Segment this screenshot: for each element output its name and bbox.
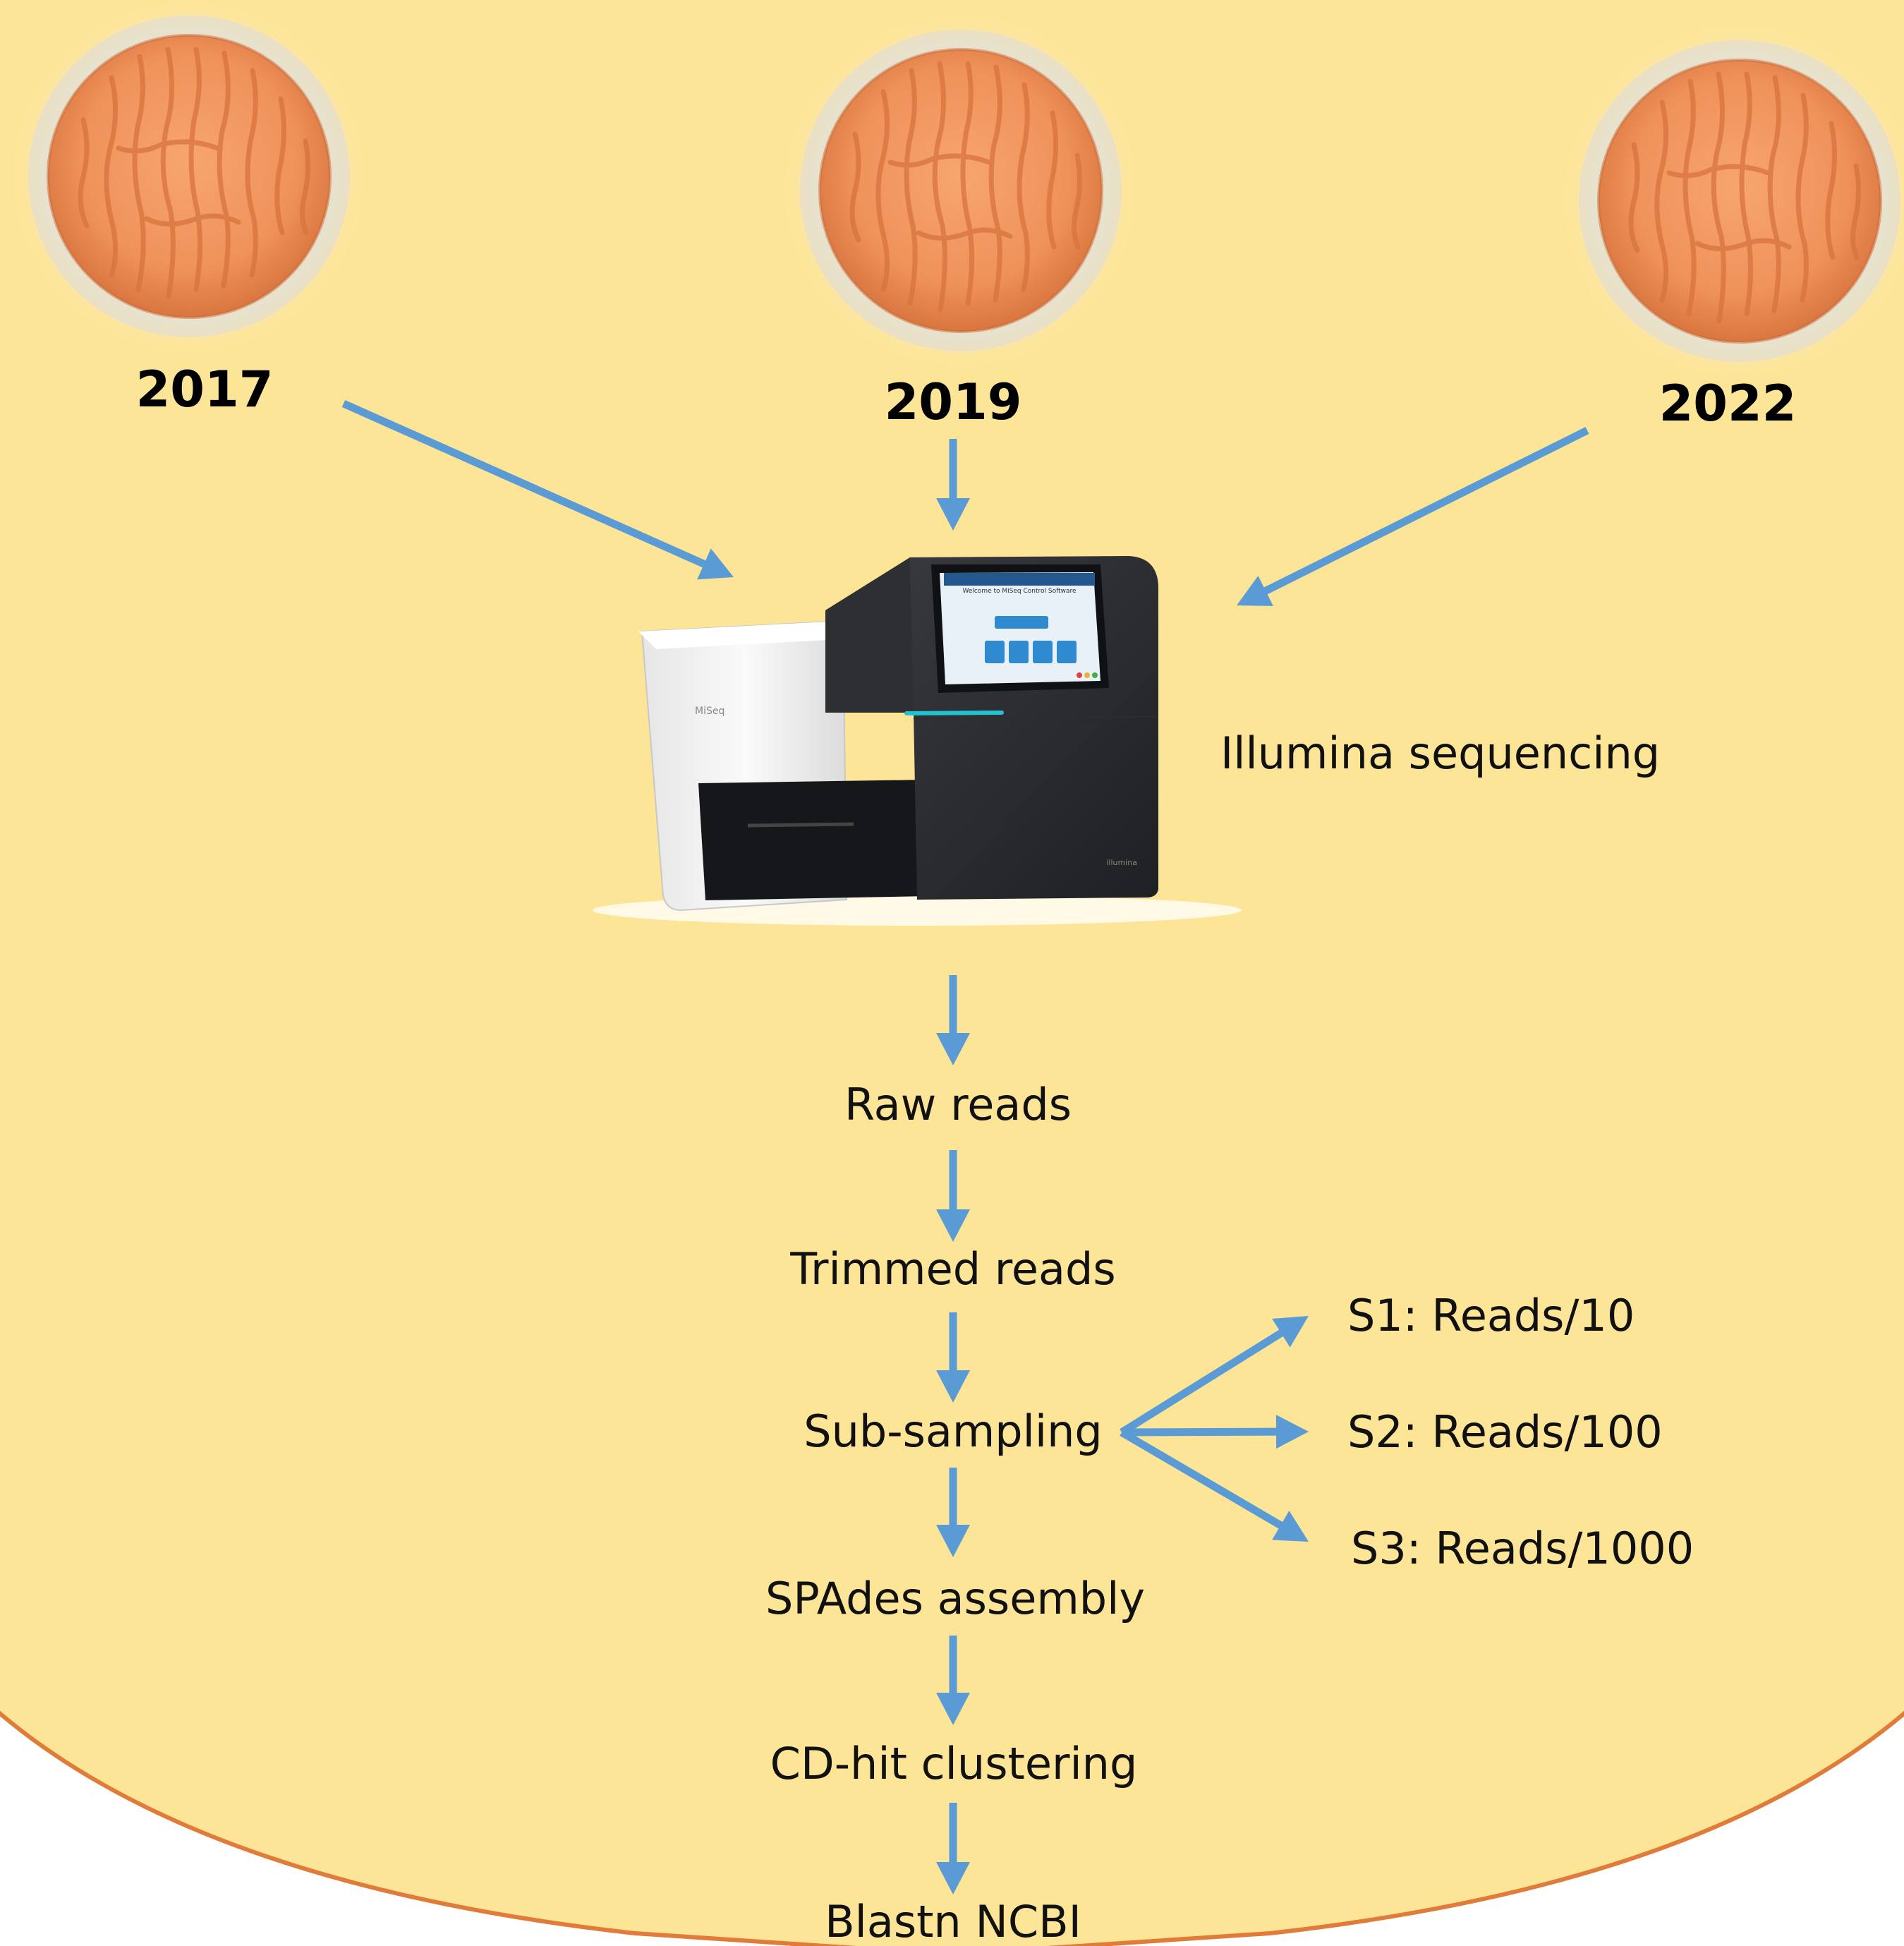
subsample-s1: S1: Reads/10 <box>1347 1290 1635 1341</box>
arrow-spades-to-cdhit <box>936 1636 970 1725</box>
subsample-s2: S2: Reads/100 <box>1347 1406 1663 1458</box>
arrow-sequencer-to-raw <box>936 975 970 1065</box>
arrow-subsampling-to-spades <box>936 1468 970 1557</box>
step-spades-assembly: SPAdes assembly <box>765 1573 1146 1624</box>
step-cd-hit-clustering: CD-hit clustering <box>770 1738 1138 1789</box>
arrow-trimmed-to-subsampling <box>936 1312 970 1403</box>
sequencer-label: Illumina sequencing <box>1220 727 1661 779</box>
arrow-to-s1 <box>1120 1316 1309 1436</box>
arrow-2017-to-sequencer <box>341 399 734 580</box>
step-trimmed-reads: Trimmed reads <box>790 1243 1116 1295</box>
arrow-to-s3 <box>1120 1429 1309 1542</box>
maker-label: illumina <box>1106 858 1137 867</box>
arrow-2019-to-sequencer <box>936 439 970 531</box>
step-blastn-ncbi: Blastn NCBI <box>825 1896 1081 1946</box>
year-label-2017: 2017 <box>135 361 274 418</box>
miseq-label: MiSeq <box>695 706 724 717</box>
year-label-2019: 2019 <box>884 373 1022 431</box>
screen-title: Welcome to MiSeq Control Software <box>962 588 1077 595</box>
subsample-s3: S3: Reads/1000 <box>1351 1523 1694 1574</box>
step-raw-reads: Raw reads <box>844 1079 1072 1130</box>
arrow-2022-to-sequencer <box>1237 427 1589 606</box>
arrow-cdhit-to-blastn <box>936 1803 970 1894</box>
arrow-to-s2 <box>1121 1415 1309 1449</box>
year-label-2022: 2022 <box>1659 375 1797 433</box>
arrow-raw-to-trimmed <box>936 1150 970 1242</box>
step-sub-sampling: Sub-sampling <box>804 1406 1103 1457</box>
